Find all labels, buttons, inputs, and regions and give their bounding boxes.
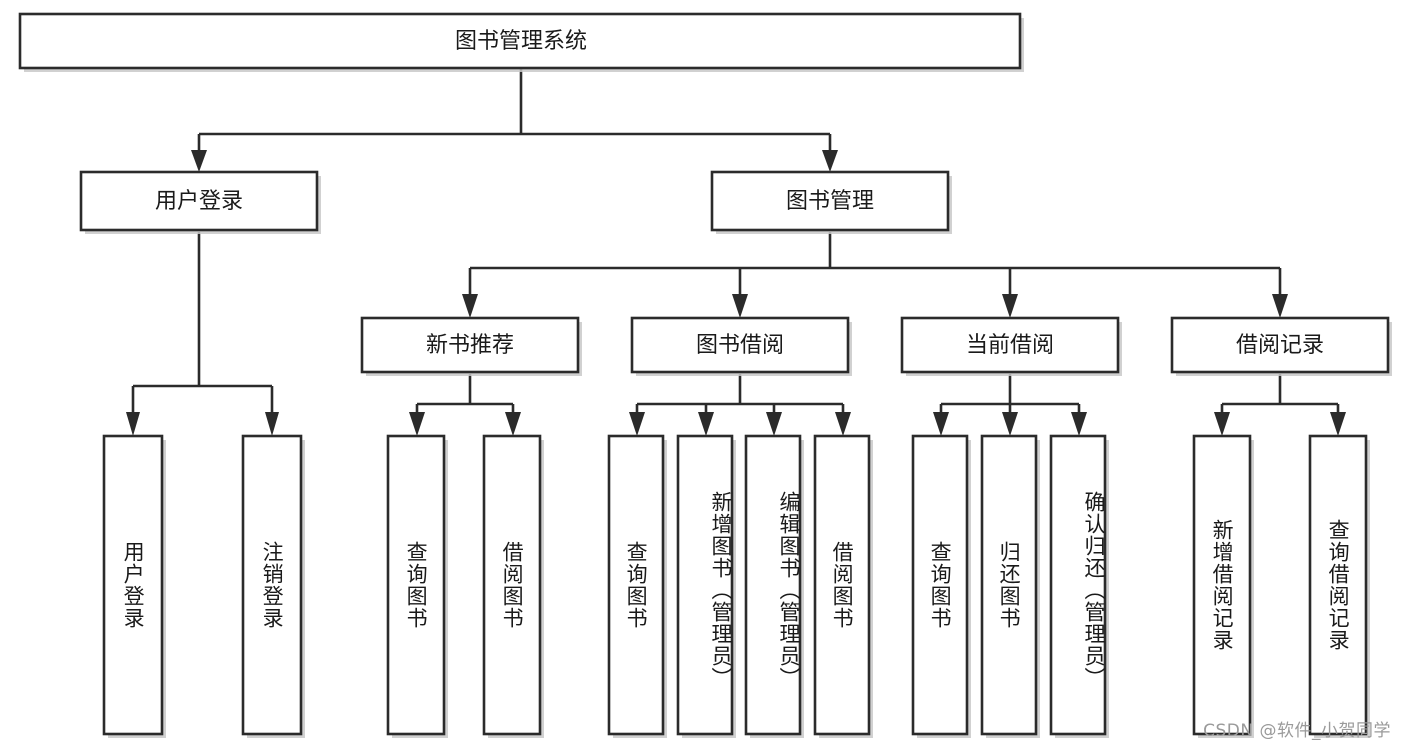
arrow-head-icon (409, 412, 425, 436)
leaf-user-login-box[interactable] (102, 434, 164, 736)
leaf-query-book-2-box[interactable] (607, 434, 665, 736)
arrow-head-icon (1214, 412, 1230, 436)
arrow-head-icon (933, 412, 949, 436)
connector-layer (126, 68, 1346, 436)
arrow-head-icon (265, 412, 279, 436)
node-user-login-label: 用户登录 (155, 189, 243, 214)
arrow-head-icon (698, 412, 714, 436)
arrow-head-icon (126, 412, 140, 436)
node-book-manage-box[interactable] (710, 170, 950, 232)
arrow-head-icon (822, 150, 838, 172)
arrow-head-icon (732, 294, 748, 318)
leaf-edit-book-box[interactable] (744, 434, 802, 736)
node-borrow-record-box[interactable] (1170, 316, 1390, 374)
leaf-logout-box[interactable] (241, 434, 303, 736)
leaf-add-record-box[interactable] (1192, 434, 1252, 736)
leaf-return-book-box[interactable] (980, 434, 1038, 736)
node-layer (18, 12, 1392, 738)
node-user-login-box[interactable] (79, 170, 319, 232)
leaf-query-record-box[interactable] (1308, 434, 1368, 736)
node-book-borrow-label: 图书借阅 (696, 333, 784, 358)
node-current-borrow-label: 当前借阅 (966, 333, 1054, 358)
node-new-book-recommend-label: 新书推荐 (426, 333, 514, 358)
arrow-head-icon (835, 412, 851, 436)
leaf-query-book-3-box[interactable] (911, 434, 969, 736)
node-root-box[interactable] (18, 12, 1022, 70)
arrow-head-icon (1071, 412, 1087, 436)
leaf-query-book-1-box[interactable] (386, 434, 446, 736)
arrow-head-icon (505, 412, 521, 436)
leaf-add-book-box[interactable] (676, 434, 734, 736)
arrow-head-icon (191, 150, 207, 172)
node-borrow-record-label: 借阅记录 (1236, 333, 1324, 358)
leaf-borrow-book-1-box[interactable] (482, 434, 542, 736)
node-book-borrow-box[interactable] (630, 316, 850, 374)
node-current-borrow-box[interactable] (900, 316, 1120, 374)
node-new-book-recommend-box[interactable] (360, 316, 580, 374)
node-root-label: 图书管理系统 (455, 29, 587, 54)
arrow-head-icon (1330, 412, 1346, 436)
label-layer: 图书管理系统 用户登录 图书管理 新书推荐 图书借阅 当前借阅 借阅记录 (155, 29, 1324, 358)
node-book-manage-label: 图书管理 (786, 189, 874, 214)
arrow-head-icon (1002, 294, 1018, 318)
arrow-head-icon (1272, 294, 1288, 318)
arrow-head-icon (1002, 412, 1018, 436)
arrow-head-icon (462, 294, 478, 318)
leaf-confirm-return-box[interactable] (1049, 434, 1107, 736)
arrow-head-icon (629, 412, 645, 436)
arrow-head-icon (766, 412, 782, 436)
csdn-watermark: CSDN @软件_小贺同学 (1203, 721, 1391, 741)
leaf-borrow-book-2-box[interactable] (813, 434, 871, 736)
